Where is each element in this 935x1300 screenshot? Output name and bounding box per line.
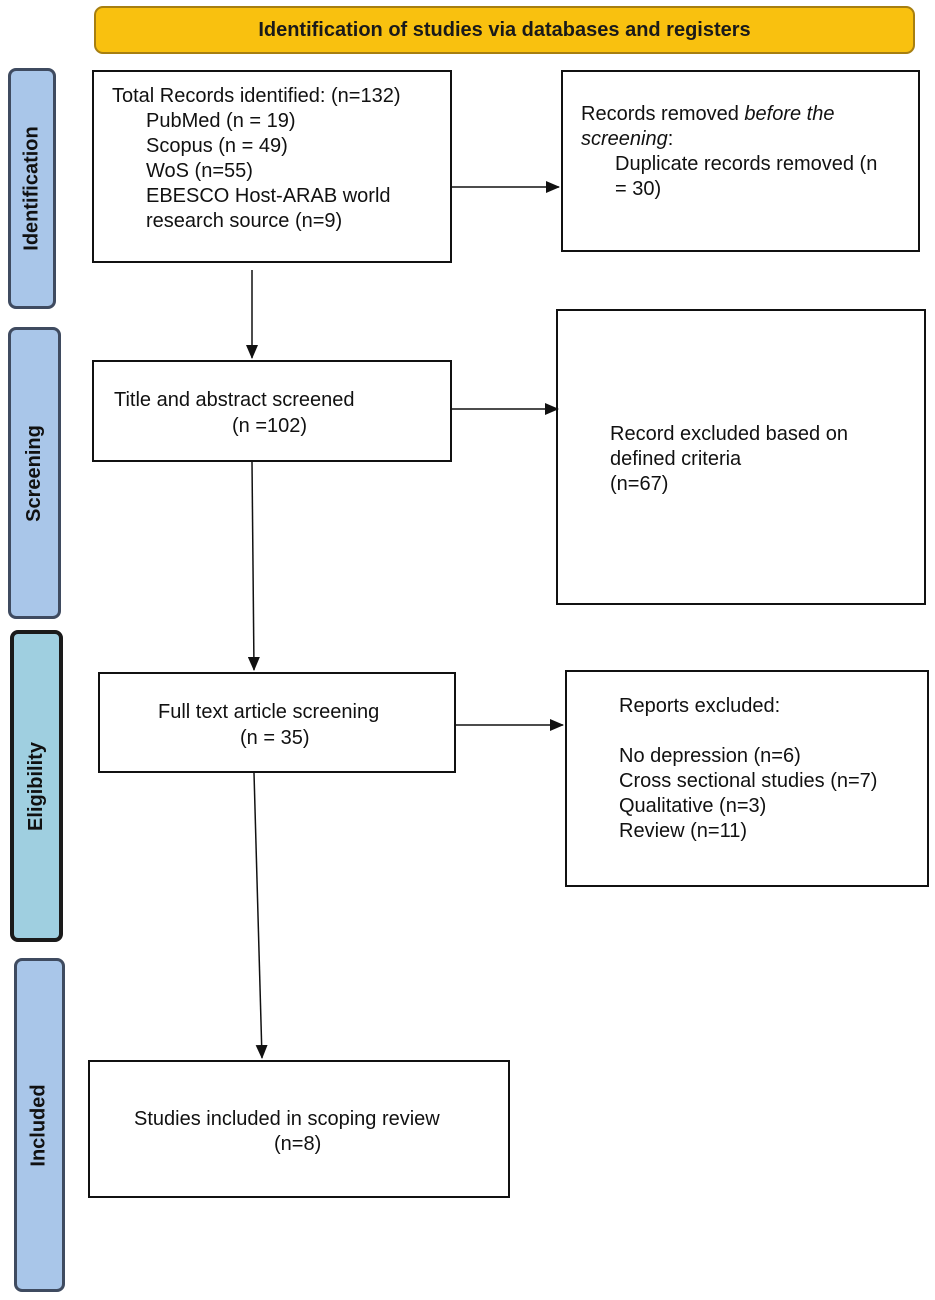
full-text-label: Full text article screening bbox=[158, 701, 380, 723]
full-text-screening-box: Full text article screening (n = 35) bbox=[98, 672, 456, 773]
included-count: (n=8) bbox=[274, 1133, 322, 1155]
full-text-count: (n = 35) bbox=[240, 727, 310, 749]
studies-included-box: Studies included in scoping review (n=8) bbox=[88, 1060, 510, 1198]
arrow-fulltext-to-included bbox=[253, 772, 268, 1059]
records-removed-heading-line1: Records removed before the bbox=[581, 103, 835, 125]
stage-included: Included bbox=[14, 958, 65, 1292]
screened-label: Title and abstract screened bbox=[114, 389, 355, 411]
reports-excluded-title: Reports excluded: bbox=[619, 695, 781, 717]
source-wos: WoS (n=55) bbox=[146, 160, 253, 182]
duplicates-removed-line2: = 30) bbox=[615, 178, 662, 200]
reports-excluded-box: Reports excluded: No depression (n=6) Cr… bbox=[565, 670, 929, 887]
records-excluded-criteria-box: Record excluded based on defined criteri… bbox=[556, 309, 926, 605]
screened-count: (n =102) bbox=[232, 415, 308, 437]
excluded-no-depression: No depression (n=6) bbox=[619, 745, 801, 767]
header-title: Identification of studies via databases … bbox=[258, 18, 751, 41]
flow-header: Identification of studies via databases … bbox=[94, 6, 915, 54]
arrow-screening-to-fulltext bbox=[247, 461, 260, 671]
source-scopus: Scopus (n = 49) bbox=[146, 135, 288, 157]
source-ebesco-line2: research source (n=9) bbox=[146, 210, 343, 232]
stage-eligibility: Eligibility bbox=[10, 630, 63, 942]
excluded-criteria-count: (n=67) bbox=[610, 473, 669, 495]
included-label: Studies included in scoping review bbox=[134, 1108, 440, 1130]
total-records-text: Total Records identified: (n=132) bbox=[112, 85, 401, 107]
excluded-criteria-line1: Record excluded based on bbox=[610, 423, 848, 445]
records-identified-box: Total Records identified: (n=132) PubMed… bbox=[92, 70, 452, 263]
records-removed-box: Records removed before the screening: Du… bbox=[561, 70, 920, 252]
source-ebesco-line1: EBESCO Host-ARAB world bbox=[146, 185, 391, 207]
source-pubmed: PubMed (n = 19) bbox=[146, 110, 296, 132]
stage-screening: Screening bbox=[8, 327, 61, 619]
stage-identification: Identification bbox=[8, 68, 56, 309]
excluded-review: Review (n=11) bbox=[619, 820, 748, 842]
excluded-qualitative: Qualitative (n=3) bbox=[619, 795, 767, 817]
title-abstract-screened-box: Title and abstract screened (n =102) bbox=[92, 360, 452, 462]
records-removed-heading-line2: screening: bbox=[581, 128, 674, 150]
excluded-criteria-line2: defined criteria bbox=[610, 448, 742, 470]
duplicates-removed-line1: Duplicate records removed (n bbox=[615, 153, 878, 175]
excluded-cross-sectional: Cross sectional studies (n=7) bbox=[619, 770, 878, 792]
